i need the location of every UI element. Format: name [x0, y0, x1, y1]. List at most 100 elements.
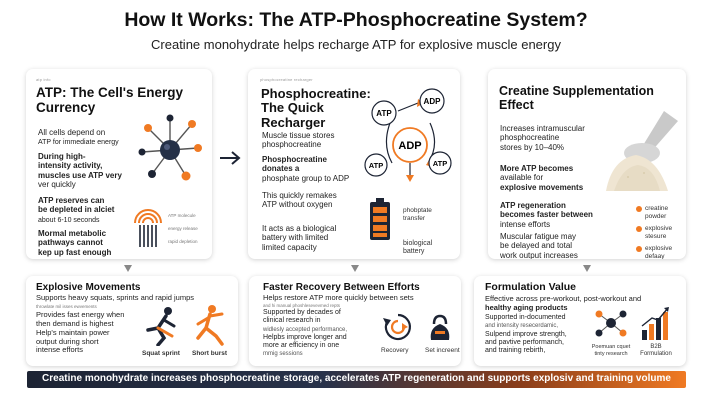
growth-bar-chart-icon: [641, 307, 669, 340]
text-block: Muscular fatigue may be delayed and tota…: [500, 232, 578, 259]
text-block: This quickly remakes ATP without oxygen: [262, 191, 337, 210]
icon-caption: B2B Formulation: [638, 344, 674, 358]
cycle-label: ADP: [424, 97, 442, 106]
card-heading: Creatine Supplementation Effect: [499, 84, 654, 113]
text-line: ATP reserves can: [38, 196, 105, 205]
text-line: widlesly accepted performance,: [263, 326, 348, 333]
legend-label: rapid depletion: [168, 239, 198, 244]
text-line: donates a: [262, 164, 300, 174]
text-line: Muscular fatigue may: [500, 232, 577, 241]
text-line: explosive: [645, 225, 673, 232]
text-line: Help's maintain power: [36, 327, 110, 337]
text-block: During high- intensity activity, muscles…: [38, 152, 122, 190]
text-line: mmig sessions: [263, 351, 303, 358]
page-title: How It Works: The ATP-Phosphocreatine Sy…: [124, 9, 588, 31]
text-line: Supported in-documented: [485, 314, 566, 321]
text-line: and pavtive performanch,: [485, 338, 564, 346]
text-line: ver quickly: [38, 180, 76, 190]
text-block: Effective across pre-workout, post-worko…: [485, 294, 642, 313]
card-heading: Formulation Value: [485, 281, 577, 293]
text-line: Poemuan cquet: [591, 344, 631, 350]
text-line: Supported by decades of: [263, 309, 341, 316]
heading-line: Effect: [499, 97, 534, 112]
text-line: kep up fast enough: [38, 247, 112, 257]
heading-line: Creatine Supplementation: [499, 84, 654, 98]
card-explosive-movements: Explosive Movements Supports heavy squat…: [26, 276, 238, 366]
text-line: stesure: [645, 232, 667, 240]
text-line: It acts as a biological: [262, 224, 337, 233]
text-line: battery: [403, 248, 425, 256]
cycle-label: ATP: [369, 161, 383, 170]
text-line: more ar efficiency in one: [263, 342, 340, 349]
atp-molecule-icon: [138, 114, 202, 181]
text-line: ATP regeneration: [500, 201, 566, 210]
text-line: explosive: [645, 245, 673, 252]
summary-banner: Creatine monohydrate increases phosphocr…: [27, 371, 686, 388]
text-block: Supported by decades of clinical researc…: [263, 309, 347, 359]
battery-label: biological battery: [403, 240, 432, 257]
text-line: intense efforts: [500, 219, 551, 229]
icon-caption: Short burst: [192, 350, 228, 357]
icon-caption: Poemuan cquet tinty research: [588, 344, 634, 357]
text-line: Sulpend improve strength,: [485, 330, 567, 338]
phosphate-transfer-label: phobptate transfer: [403, 207, 432, 223]
text-line: battery with limited: [262, 233, 329, 243]
text-line: then demand is highest: [36, 318, 114, 328]
recovery-cycle-icon: [383, 313, 411, 341]
text-line: phosphocreatine: [262, 140, 322, 150]
cycle-label: ATP: [433, 159, 447, 168]
jumper-icon: [196, 305, 224, 346]
text-block: ATP regeneration becomes faster between …: [500, 201, 593, 229]
text-block: Supported in-documented and intensity re…: [485, 314, 567, 355]
text-line: Provides fast energy when: [36, 310, 125, 319]
legend-label: explosive defaay: [645, 245, 672, 259]
text-line: B2B: [650, 344, 662, 350]
text-line: becomes faster between: [500, 210, 593, 220]
icon-caption: Set increent: [425, 347, 460, 354]
heading-line: Recharger: [261, 114, 326, 130]
text-line: explosive movements: [500, 182, 584, 192]
text-line: muscles use ATP very: [38, 170, 122, 180]
text-line: be delayed and total: [500, 241, 573, 251]
text-line: stores by 10–40%: [500, 142, 565, 152]
card-heading: ATP: The Cell's Energy Currency: [36, 85, 183, 116]
kettlebell-icon: [430, 314, 450, 340]
heading-line: ATP: The Cell's Energy: [36, 85, 183, 100]
heading-line: The Quick: [261, 100, 324, 116]
card-tag: phosphocreatine recharger: [260, 77, 313, 82]
text-line: phosphocreatine: [500, 133, 560, 143]
text-line: intense efforts: [36, 345, 83, 355]
card-heading: Explosive Movements: [36, 282, 141, 293]
text-line: be depleted in alciet: [38, 205, 115, 215]
sprinter-icon: [146, 307, 176, 346]
text-line: transfer: [403, 214, 426, 222]
text-line: output during short: [36, 336, 99, 346]
page-subtitle: Creatine monohydrate helps recharge ATP …: [151, 37, 561, 52]
text-line: Helps restore ATP more quickly between s…: [263, 293, 414, 302]
text-line: Phosphocreatine: [262, 155, 327, 164]
legend-label: explosive stesure: [645, 225, 672, 241]
text-block: Mormal metabolic pathways cannot kep up …: [38, 229, 111, 257]
legend-dot-icon: [636, 206, 642, 252]
icon-caption: Recovery: [381, 347, 409, 354]
heading-line: Currency: [36, 99, 96, 115]
text-line: creatine: [645, 205, 669, 212]
text-line: and intensity resecerdamic,: [485, 323, 559, 330]
text-block: ATP reserves can be depleted in alciet a…: [38, 196, 114, 225]
text-line: limited capacity: [262, 242, 317, 252]
text-line: available for: [500, 173, 544, 183]
text-line: ATP without oxygen: [262, 200, 333, 210]
text-line: Effective across pre-workout, post-worko…: [485, 294, 642, 303]
card-tag: atp info: [36, 77, 51, 82]
legend-label: energy release: [168, 226, 198, 231]
summary-banner-text: Creatine monohydrate increases phosphocr…: [42, 373, 671, 384]
text-line: Supports heavy squats, sprints and rapid…: [36, 293, 195, 302]
arrow-down-icon: [124, 265, 132, 272]
text-line: pathways cannot: [38, 238, 103, 248]
text-line: biological: [403, 240, 433, 247]
arrow-down-icon: [583, 265, 591, 272]
text-block: It acts as a biological battery with lim…: [262, 224, 336, 252]
text-line: powder: [645, 212, 667, 220]
card-supplementation-effect: Creatine Supplementation Effect Increase…: [488, 69, 686, 259]
text-block: More ATP becomes available for explosive…: [500, 164, 583, 192]
